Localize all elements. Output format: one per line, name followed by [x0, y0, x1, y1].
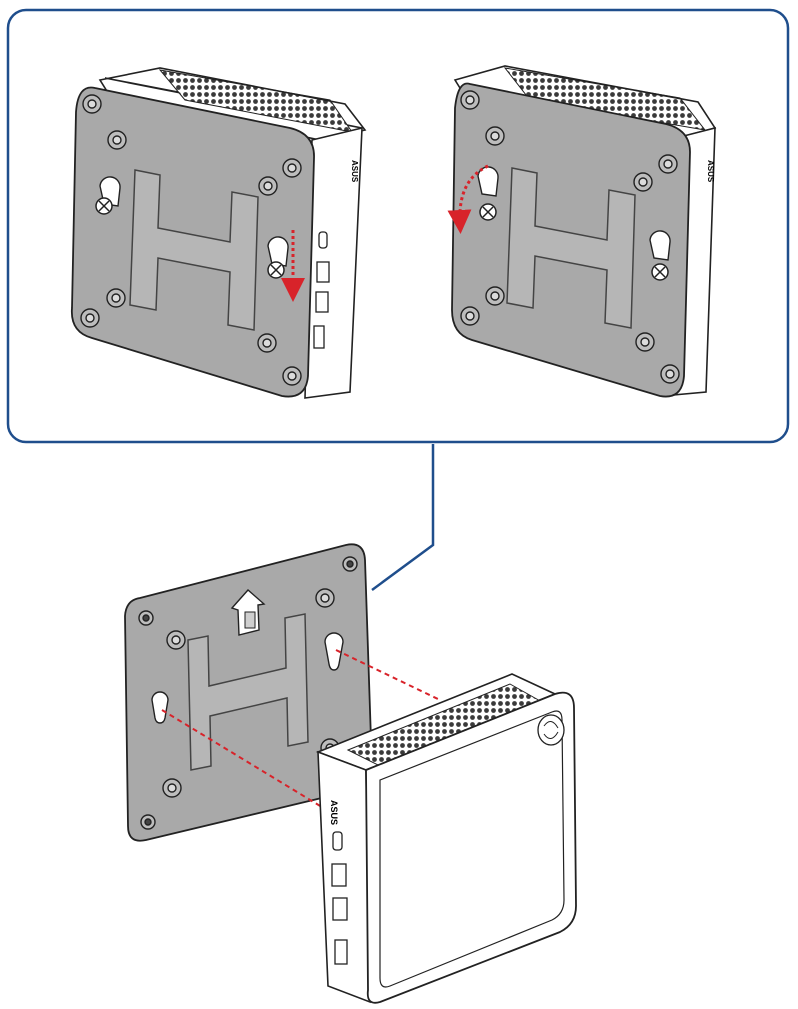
step1-device: ASUS: [70, 67, 367, 399]
step1-port-hdmi: [315, 291, 329, 313]
mini-pc-device: ASUS: [315, 673, 577, 1004]
main-port-hdmi: [332, 897, 348, 921]
step1-screw-right-icon: [267, 261, 285, 279]
front-corner-logo-icon: [537, 714, 565, 746]
main-brand-logo: ASUS: [329, 800, 339, 825]
step2-keyhole-slot-right-icon: [649, 230, 671, 261]
step2-mount-holes: [460, 90, 680, 384]
step2-h-emboss: [506, 167, 636, 329]
plate-keyhole-slot-right-icon: [324, 632, 344, 671]
step1-mount-holes: [80, 94, 302, 386]
plate-keyhole-slot-left-icon: [151, 691, 169, 724]
step2-screw-icon: [479, 203, 497, 221]
main-port-usbc: [332, 831, 343, 851]
main-port-power: [334, 939, 348, 965]
step2-device: ASUS: [447, 65, 717, 398]
step2-screw-right-icon: [651, 263, 669, 281]
plate-h-emboss: [187, 613, 309, 771]
up-arrow-icon: [230, 589, 266, 636]
step2-keyhole-slot-icon: [477, 166, 499, 197]
step1-keyhole-slot-right-icon: [267, 236, 289, 267]
step2-brand-logo: ASUS: [706, 160, 715, 183]
step1-port-power: [313, 325, 325, 349]
callout-connector-line: [371, 444, 435, 592]
step1-port-usb-a: [316, 261, 330, 283]
main-front-panel: [379, 710, 565, 988]
step1-port-usbc: [318, 231, 328, 249]
step1-brand-logo: ASUS: [350, 160, 359, 183]
step1-screw-icon: [95, 197, 113, 215]
rotate-arrow-icon: [447, 164, 489, 234]
main-port-usb-a: [331, 863, 347, 887]
alignment-guide-lines: [161, 649, 441, 813]
step1-h-emboss: [129, 169, 259, 331]
